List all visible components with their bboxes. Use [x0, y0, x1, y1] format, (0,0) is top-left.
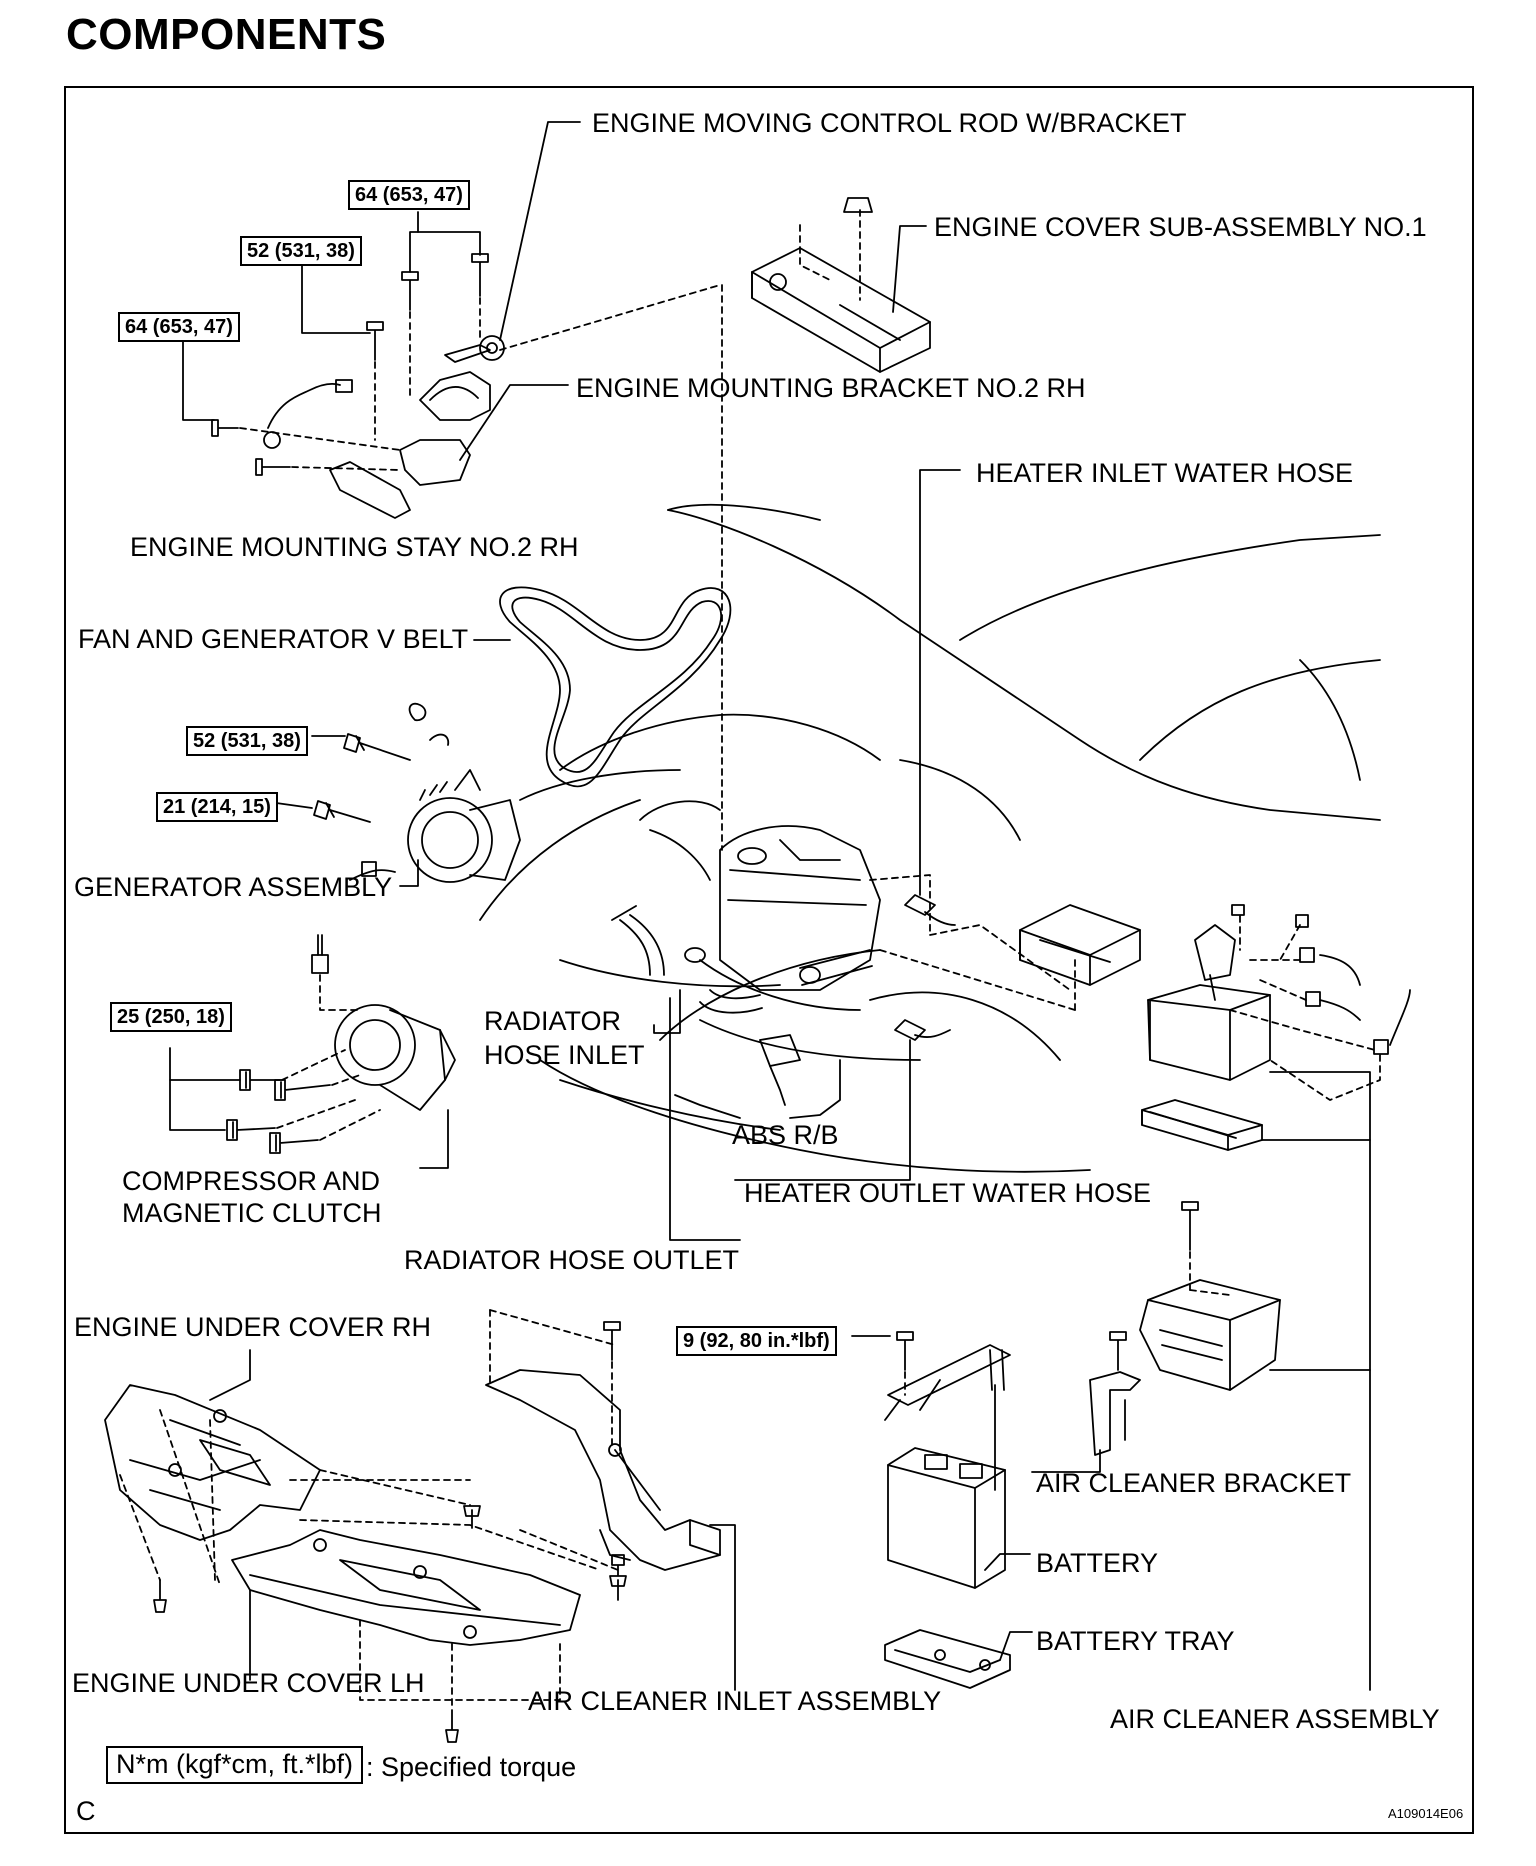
- air-cleaner-dashes: [1230, 916, 1380, 1100]
- label-air-cleaner-assembly: AIR CLEANER ASSEMBLY: [1110, 1704, 1440, 1734]
- diagram-frame: [64, 86, 1474, 1834]
- radiator-hoses: [612, 906, 872, 1013]
- label-heater-outlet-hose: HEATER OUTLET WATER HOSE: [744, 1178, 1152, 1208]
- label-engine-moving-control-rod: ENGINE MOVING CONTROL ROD W/BRACKET: [592, 108, 1187, 138]
- inlet-dashes: [490, 1310, 615, 1450]
- legend-torque-text: : Specified torque: [366, 1752, 577, 1782]
- label-compressor-line1: COMPRESSOR AND: [122, 1166, 381, 1196]
- compressor: [227, 935, 455, 1153]
- air-filter-element: [1142, 1100, 1262, 1150]
- engine-mount-hardware: [212, 254, 504, 518]
- battery-tray-shape: [885, 1630, 1010, 1688]
- label-air-cleaner-inlet: AIR CLEANER INLET ASSEMBLY: [528, 1686, 942, 1716]
- air-cleaner-upper: [1148, 905, 1410, 1080]
- callout-leaders: [170, 122, 1370, 1690]
- abs-relay-block: [760, 1035, 800, 1105]
- label-engine-under-cover-lh: ENGINE UNDER COVER LH: [72, 1668, 425, 1698]
- center-leader-dashes: [870, 875, 1075, 1010]
- label-radiator-hose-inlet-line1: RADIATOR: [484, 1006, 622, 1036]
- label-abs-rb: ABS R/B: [732, 1120, 839, 1150]
- under-cover-screws: [154, 1506, 626, 1742]
- label-air-cleaner-bracket: AIR CLEANER BRACKET: [1036, 1468, 1352, 1498]
- corner-letter: C: [76, 1796, 96, 1826]
- figure-id: A109014E06: [1388, 1806, 1464, 1821]
- air-cleaner-lower: [1140, 1202, 1280, 1390]
- heater-hoses: [895, 895, 955, 1040]
- compressor-leader-dashes: [277, 975, 380, 1140]
- label-compressor-line2: MAGNETIC CLUTCH: [122, 1198, 382, 1228]
- torque-generator-lower: 21 (214, 15): [156, 792, 278, 822]
- ecu-box: [1020, 905, 1140, 985]
- label-radiator-hose-inlet-line2: HOSE INLET: [484, 1040, 645, 1070]
- assembly-leader-dashes: [240, 210, 860, 850]
- label-heater-inlet-hose: HEATER INLET WATER HOSE: [976, 458, 1354, 488]
- torque-battery-clamp: 9 (92, 80 in.*lbf): [676, 1326, 837, 1356]
- label-engine-mounting-bracket: ENGINE MOUNTING BRACKET NO.2 RH: [576, 373, 1086, 403]
- battery-clamp: [885, 1332, 1010, 1490]
- label-engine-cover: ENGINE COVER SUB-ASSEMBLY NO.1: [934, 212, 1427, 242]
- air-cleaner-lower-dashes: [1190, 1252, 1230, 1295]
- torque-stay-bolt: 64 (653, 47): [118, 312, 240, 342]
- label-fan-generator-belt: FAN AND GENERATOR V BELT: [78, 624, 469, 654]
- generator: [314, 704, 520, 882]
- engine-cover: [752, 198, 930, 372]
- label-radiator-hose-outlet: RADIATOR HOSE OUTLET: [404, 1245, 740, 1275]
- under-cover-dashes: [120, 1410, 618, 1705]
- torque-bracket-bolt: 52 (531, 38): [240, 236, 362, 266]
- v-belt: [500, 587, 730, 786]
- battery-shape: [888, 1448, 1005, 1588]
- label-engine-under-cover-rh: ENGINE UNDER COVER RH: [74, 1312, 432, 1342]
- torque-rod-bolt: 64 (653, 47): [348, 180, 470, 210]
- air-cleaner-inlet: [486, 1322, 720, 1570]
- engine-under-cover-rh-shape: [105, 1385, 320, 1540]
- label-battery-tray: BATTERY TRAY: [1036, 1626, 1235, 1656]
- engine-block: [640, 801, 880, 990]
- engine-under-cover-lh-shape: [232, 1530, 580, 1645]
- page-title: COMPONENTS: [66, 10, 387, 59]
- torque-generator-upper: 52 (531, 38): [186, 726, 308, 756]
- label-generator-assembly: GENERATOR ASSEMBLY: [74, 872, 393, 902]
- label-engine-mounting-stay: ENGINE MOUNTING STAY NO.2 RH: [130, 532, 579, 562]
- label-battery: BATTERY: [1036, 1548, 1159, 1578]
- torque-compressor: 25 (250, 18): [110, 1002, 232, 1032]
- air-cleaner-bracket: [1090, 1332, 1140, 1455]
- legend-torque-unit: N*m (kgf*cm, ft.*lbf): [106, 1746, 364, 1784]
